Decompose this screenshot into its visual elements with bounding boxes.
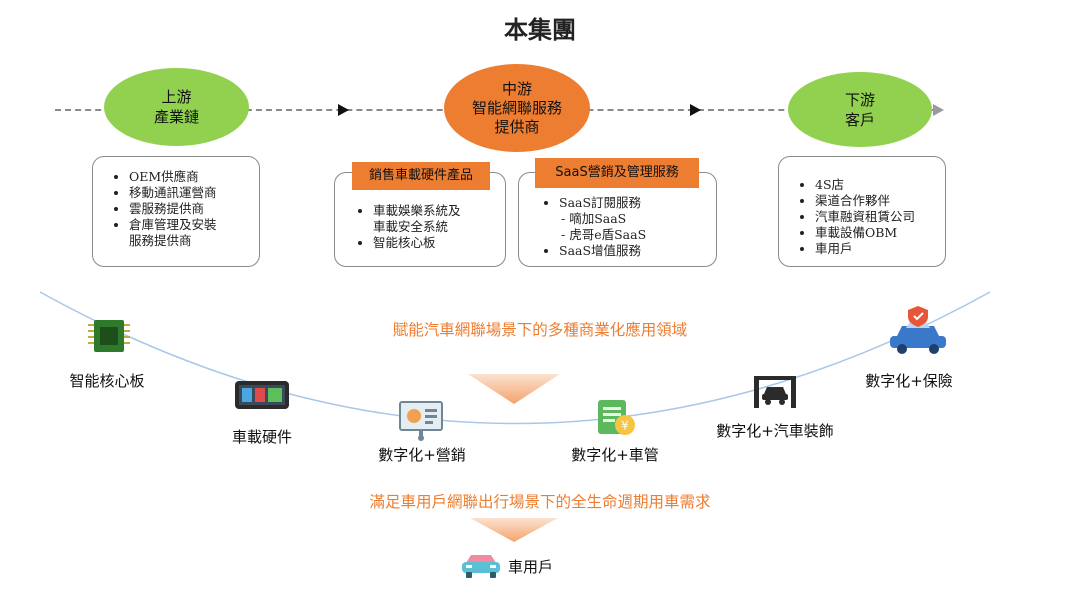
flow-arrow-end bbox=[933, 104, 944, 116]
list-item: 雲服務提供商 bbox=[129, 201, 259, 217]
empower-statement: 賦能汽車網聯場景下的多種商業化應用領域 bbox=[392, 321, 688, 339]
list-item: 服務提供商 bbox=[129, 233, 192, 248]
downstream-list-box: 4S店 渠道合作夥伴 汽車融資租賃公司 車載設備OBM 車用戶 bbox=[778, 156, 946, 267]
app-label-core-board: 智能核心板 bbox=[69, 372, 145, 390]
midstream-sublabel-2: 提供商 bbox=[494, 117, 540, 136]
satisfy-statement: 滿足車用戶網聯出行場景下的全生命週期用車需求 bbox=[369, 493, 711, 511]
list-item: 渠道合作夥伴 bbox=[815, 193, 945, 209]
list-item: - 嘀加SaaS bbox=[561, 211, 627, 226]
svg-text:¥: ¥ bbox=[621, 419, 629, 433]
list-item: - 虎哥e盾SaaS bbox=[561, 227, 647, 242]
page-title: 本集團 bbox=[504, 16, 576, 44]
list-item: 智能核心板 bbox=[373, 235, 505, 251]
car-screen-icon bbox=[235, 381, 289, 409]
upstream-sublabel: 產業鏈 bbox=[153, 108, 199, 126]
shield-car-icon bbox=[890, 306, 946, 354]
midstream-sublabel: 智能網聯服務 bbox=[471, 98, 562, 117]
funnel-arrow-2 bbox=[470, 518, 558, 542]
app-label-insurance: 數字化+保險 bbox=[865, 372, 953, 390]
list-item: 車載娛樂系統及 bbox=[373, 203, 505, 219]
flow-arrow-2 bbox=[690, 104, 701, 116]
downstream-label: 下游 bbox=[844, 90, 875, 109]
funnel-arrow-1 bbox=[468, 374, 560, 404]
flow-arrow-1 bbox=[338, 104, 349, 116]
app-label-marketing: 數字化+營銷 bbox=[378, 446, 466, 464]
list-item: SaaS訂閱服務 bbox=[559, 195, 716, 211]
chip-icon bbox=[88, 320, 130, 352]
downstream-sublabel: 客戶 bbox=[844, 110, 875, 129]
car-user-label: 車用戶 bbox=[508, 558, 554, 576]
presentation-board-icon bbox=[399, 401, 443, 441]
app-label-management: 數字化+車管 bbox=[571, 446, 659, 464]
upstream-list-box: OEM供應商 移動通訊運營商 雲服務提供商 倉庫管理及安裝 服務提供商 bbox=[92, 156, 260, 267]
midstream-stage: 中游 智能網聯服務 提供商 bbox=[444, 64, 590, 152]
list-item: OEM供應商 bbox=[129, 169, 259, 185]
app-label-decoration: 數字化+汽車裝飾 bbox=[716, 422, 834, 440]
list-item: 倉庫管理及安裝 bbox=[129, 217, 259, 233]
upstream-label: 上游 bbox=[161, 88, 192, 106]
upstream-stage: 上游 產業鏈 bbox=[104, 68, 249, 146]
list-item: 汽車融資租賃公司 bbox=[815, 209, 945, 225]
list-item: 4S店 bbox=[815, 177, 945, 193]
list-item: 車載設備OBM bbox=[815, 225, 945, 241]
saas-services-header: SaaS營銷及管理服務 bbox=[535, 158, 699, 188]
list-item: 車用戶 bbox=[815, 241, 945, 257]
hardware-products-header: 銷售車載硬件產品 bbox=[352, 162, 490, 190]
list-item: SaaS增值服務 bbox=[559, 243, 716, 259]
list-item: 移動通訊運營商 bbox=[129, 185, 259, 201]
app-label-hardware: 車載硬件 bbox=[231, 428, 292, 446]
car-lift-icon bbox=[754, 376, 796, 408]
midstream-label: 中游 bbox=[501, 79, 532, 98]
list-item: 車載安全系統 bbox=[373, 219, 449, 234]
downstream-stage: 下游 客戶 bbox=[788, 72, 932, 147]
car-icon bbox=[462, 555, 500, 578]
money-document-icon: ¥ bbox=[598, 400, 635, 435]
